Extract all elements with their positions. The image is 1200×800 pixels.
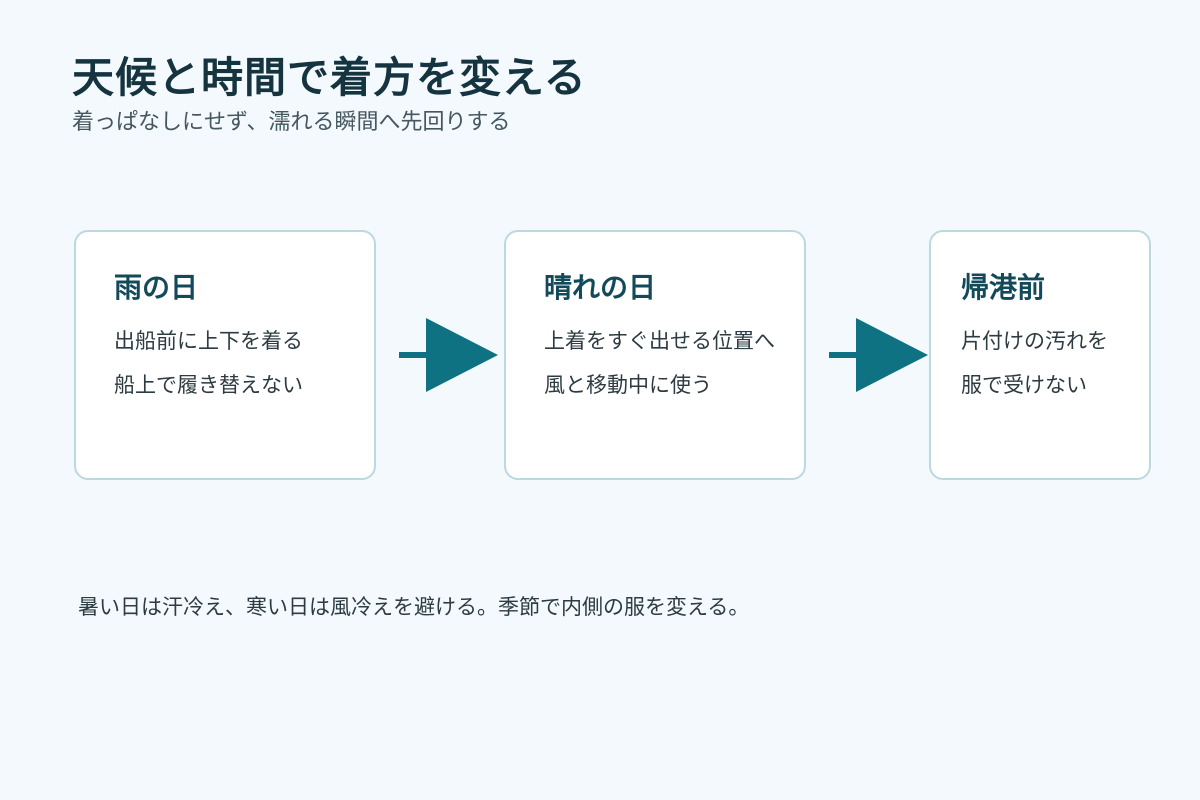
step-title: 晴れの日 xyxy=(544,271,657,304)
step-card-rainy-day: 雨の日 出船前に上下を着る 船上で履き替えない xyxy=(74,230,376,480)
step-card-sunny-day: 晴れの日 上着をすぐ出せる位置へ 風と移動中に使う xyxy=(504,230,806,480)
arrow-right-icon xyxy=(829,318,928,392)
step-line: 風と移動中に使う xyxy=(544,373,712,397)
step-line: 片付けの汚れを xyxy=(961,329,1108,353)
footer-note: 暑い日は汗冷え、寒い日は風冷えを避ける。季節で内側の服を変える。 xyxy=(78,595,750,619)
arrow-right-icon xyxy=(399,318,498,392)
page-subtitle: 着っぱなしにせず、濡れる瞬間へ先回りする xyxy=(72,110,511,135)
step-line: 出船前に上下を着る xyxy=(114,329,303,353)
step-card-before-return: 帰港前 片付けの汚れを 服で受けない xyxy=(929,230,1151,480)
step-title: 雨の日 xyxy=(114,271,199,304)
step-line: 上着をすぐ出せる位置へ xyxy=(544,329,775,353)
step-line: 船上で履き替えない xyxy=(114,373,303,397)
step-line: 服で受けない xyxy=(961,373,1087,397)
page-title: 天候と時間で着方を変える xyxy=(72,53,587,102)
step-title: 帰港前 xyxy=(961,271,1046,304)
